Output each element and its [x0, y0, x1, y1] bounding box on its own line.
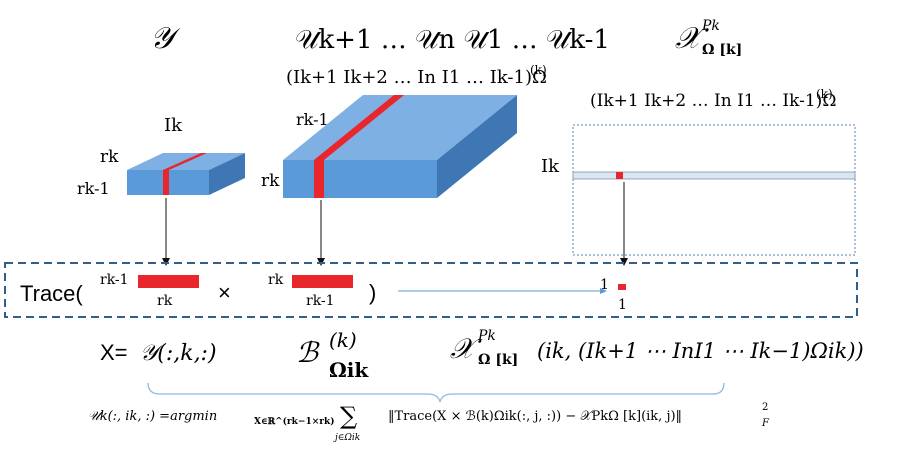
- x-proj-sup: Pk: [701, 18, 720, 34]
- right-observed-entry: [616, 172, 623, 179]
- left-label-rk: rk: [100, 147, 119, 167]
- bottom-x-sup: Pk: [477, 328, 496, 344]
- formula-argmin-sub: X∈ℝ^(rk−1×rk): [254, 416, 334, 427]
- trace-result-arrow-head: [600, 288, 607, 294]
- bottom-x-eq: X=: [100, 340, 128, 365]
- label-x-projection: 𝒳 Pk Ω [k]: [675, 18, 742, 58]
- left-cube-stripe-front: [163, 170, 169, 195]
- update-formula: 𝒰k(:, ik, :) =argmin X∈ℝ^(rk−1×rk) ∑ j∈Ω…: [88, 402, 770, 443]
- trace-b-bar: [292, 275, 353, 288]
- middle-cube-stripe-front: [314, 160, 324, 198]
- right-observed-matrix: [572, 124, 856, 256]
- left-cube-side: [209, 153, 245, 195]
- trace-result-entry: [618, 284, 626, 290]
- left-label-rk1: rk-1: [77, 179, 110, 198]
- x-proj-sub: Ω [k]: [702, 42, 742, 58]
- right-dotted-frame: [572, 124, 856, 256]
- bottom-b-sup: (k): [329, 328, 357, 352]
- trace-one-bottom: 1: [618, 297, 627, 313]
- bottom-b-sub: Ωik: [329, 358, 369, 382]
- right-title: (Ik+1 Ik+2 … In I1 … Ik-1)Ω (k): [590, 87, 836, 111]
- right-slice-row: [572, 171, 856, 180]
- trace-a-bottom: rk: [157, 293, 173, 309]
- label-y-tensor: 𝒴: [150, 21, 181, 56]
- grouping-brace: [147, 382, 725, 403]
- bottom-x-sub: Ω [k]: [478, 352, 518, 368]
- middle-title-text: (Ik+1 Ik+2 … In I1 … Ik-1)Ω: [286, 67, 547, 88]
- label-u-chain: 𝒰k+1 … 𝒰n 𝒰1 … 𝒰k-1: [295, 25, 610, 55]
- trace-a-bar: [138, 275, 199, 288]
- bottom-b-symbol: ℬ (k) Ωik: [296, 328, 369, 382]
- bottom-x-args: (ik, (Ik+1 ⋯ InI1 ⋯ Ik−1)Ωik)): [537, 339, 864, 363]
- trace-times: ×: [218, 280, 231, 305]
- trace-close: ): [369, 280, 376, 305]
- left-label-ik: Ik: [164, 115, 183, 136]
- formula-body: ‖Trace(X × ℬ(k)Ωik(:, j, :)) − 𝒳PkΩ [k](…: [388, 409, 682, 424]
- right-title-text: (Ik+1 Ik+2 … In I1 … Ik-1)Ω: [590, 91, 836, 111]
- formula-lhs: 𝒰k(:, ik, :) =argmin: [88, 409, 217, 424]
- trace-one-top: 1: [600, 277, 609, 293]
- right-title-sup: (k): [816, 87, 833, 101]
- middle-title: (Ik+1 Ik+2 … In I1 … Ik-1)Ω (k): [286, 63, 547, 88]
- left-cube-stripe-top: [163, 153, 207, 170]
- bottom-y-slice: 𝒴(:,k,:): [140, 341, 217, 366]
- right-label-ik: Ik: [541, 156, 560, 177]
- middle-cube-side: [437, 95, 517, 198]
- middle-cube-front: [283, 160, 437, 198]
- bottom-x-expression: 𝒳 Pk Ω [k] (ik, (Ik+1 ⋯ InI1 ⋯ Ik−1)Ωik)…: [450, 328, 864, 368]
- formula-sum: ∑: [340, 402, 357, 430]
- left-core-tensor: [127, 153, 245, 195]
- middle-cube-stripe-top: [314, 95, 404, 160]
- formula-sum-sub: j∈Ωik: [333, 433, 360, 443]
- trace-box-frame: [4, 262, 858, 318]
- middle-label-rk: rk: [261, 171, 280, 191]
- bottom-b-letter: ℬ: [296, 336, 320, 369]
- formula-norm-sup: 2: [762, 402, 768, 413]
- trace-b-top: rk: [268, 272, 284, 288]
- formula-norm-sub: F: [761, 418, 770, 429]
- middle-label-rk1: rk-1: [296, 110, 329, 129]
- trace-a-top: rk-1: [100, 272, 129, 288]
- middle-title-sup: (k): [530, 63, 547, 77]
- trace-b-bottom: rk-1: [306, 293, 335, 309]
- trace-label: Trace(: [20, 281, 83, 306]
- middle-subchain-tensor: [283, 95, 517, 198]
